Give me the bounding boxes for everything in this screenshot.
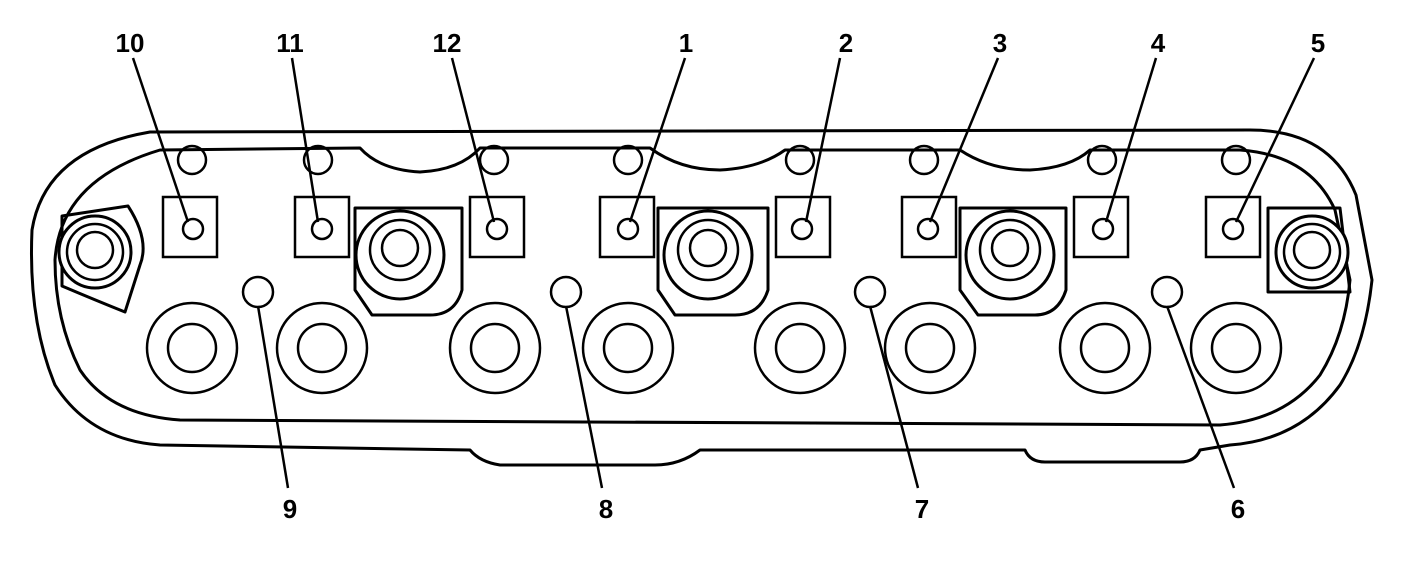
callout-6: 6 [1231,494,1245,524]
callout-5: 5 [1311,28,1325,58]
valve-seats [145,301,1283,395]
left-end-boss [57,204,145,314]
right-end-boss [1266,206,1352,294]
callout-2: 2 [839,28,853,58]
leader-lines [131,57,1316,489]
callout-1: 1 [679,28,693,58]
plug-bosses [353,206,1068,317]
head-outer-outline [30,128,1374,467]
callout-12: 12 [433,28,462,58]
top-bosses [176,144,1252,176]
callout-4: 4 [1151,28,1166,58]
callout-3: 3 [993,28,1007,58]
callout-8: 8 [599,494,613,524]
callout-7: 7 [915,494,929,524]
callout-10: 10 [116,28,145,58]
callout-9: 9 [283,494,297,524]
callout-11: 11 [276,28,304,58]
top-bolt-pads [161,195,1262,259]
